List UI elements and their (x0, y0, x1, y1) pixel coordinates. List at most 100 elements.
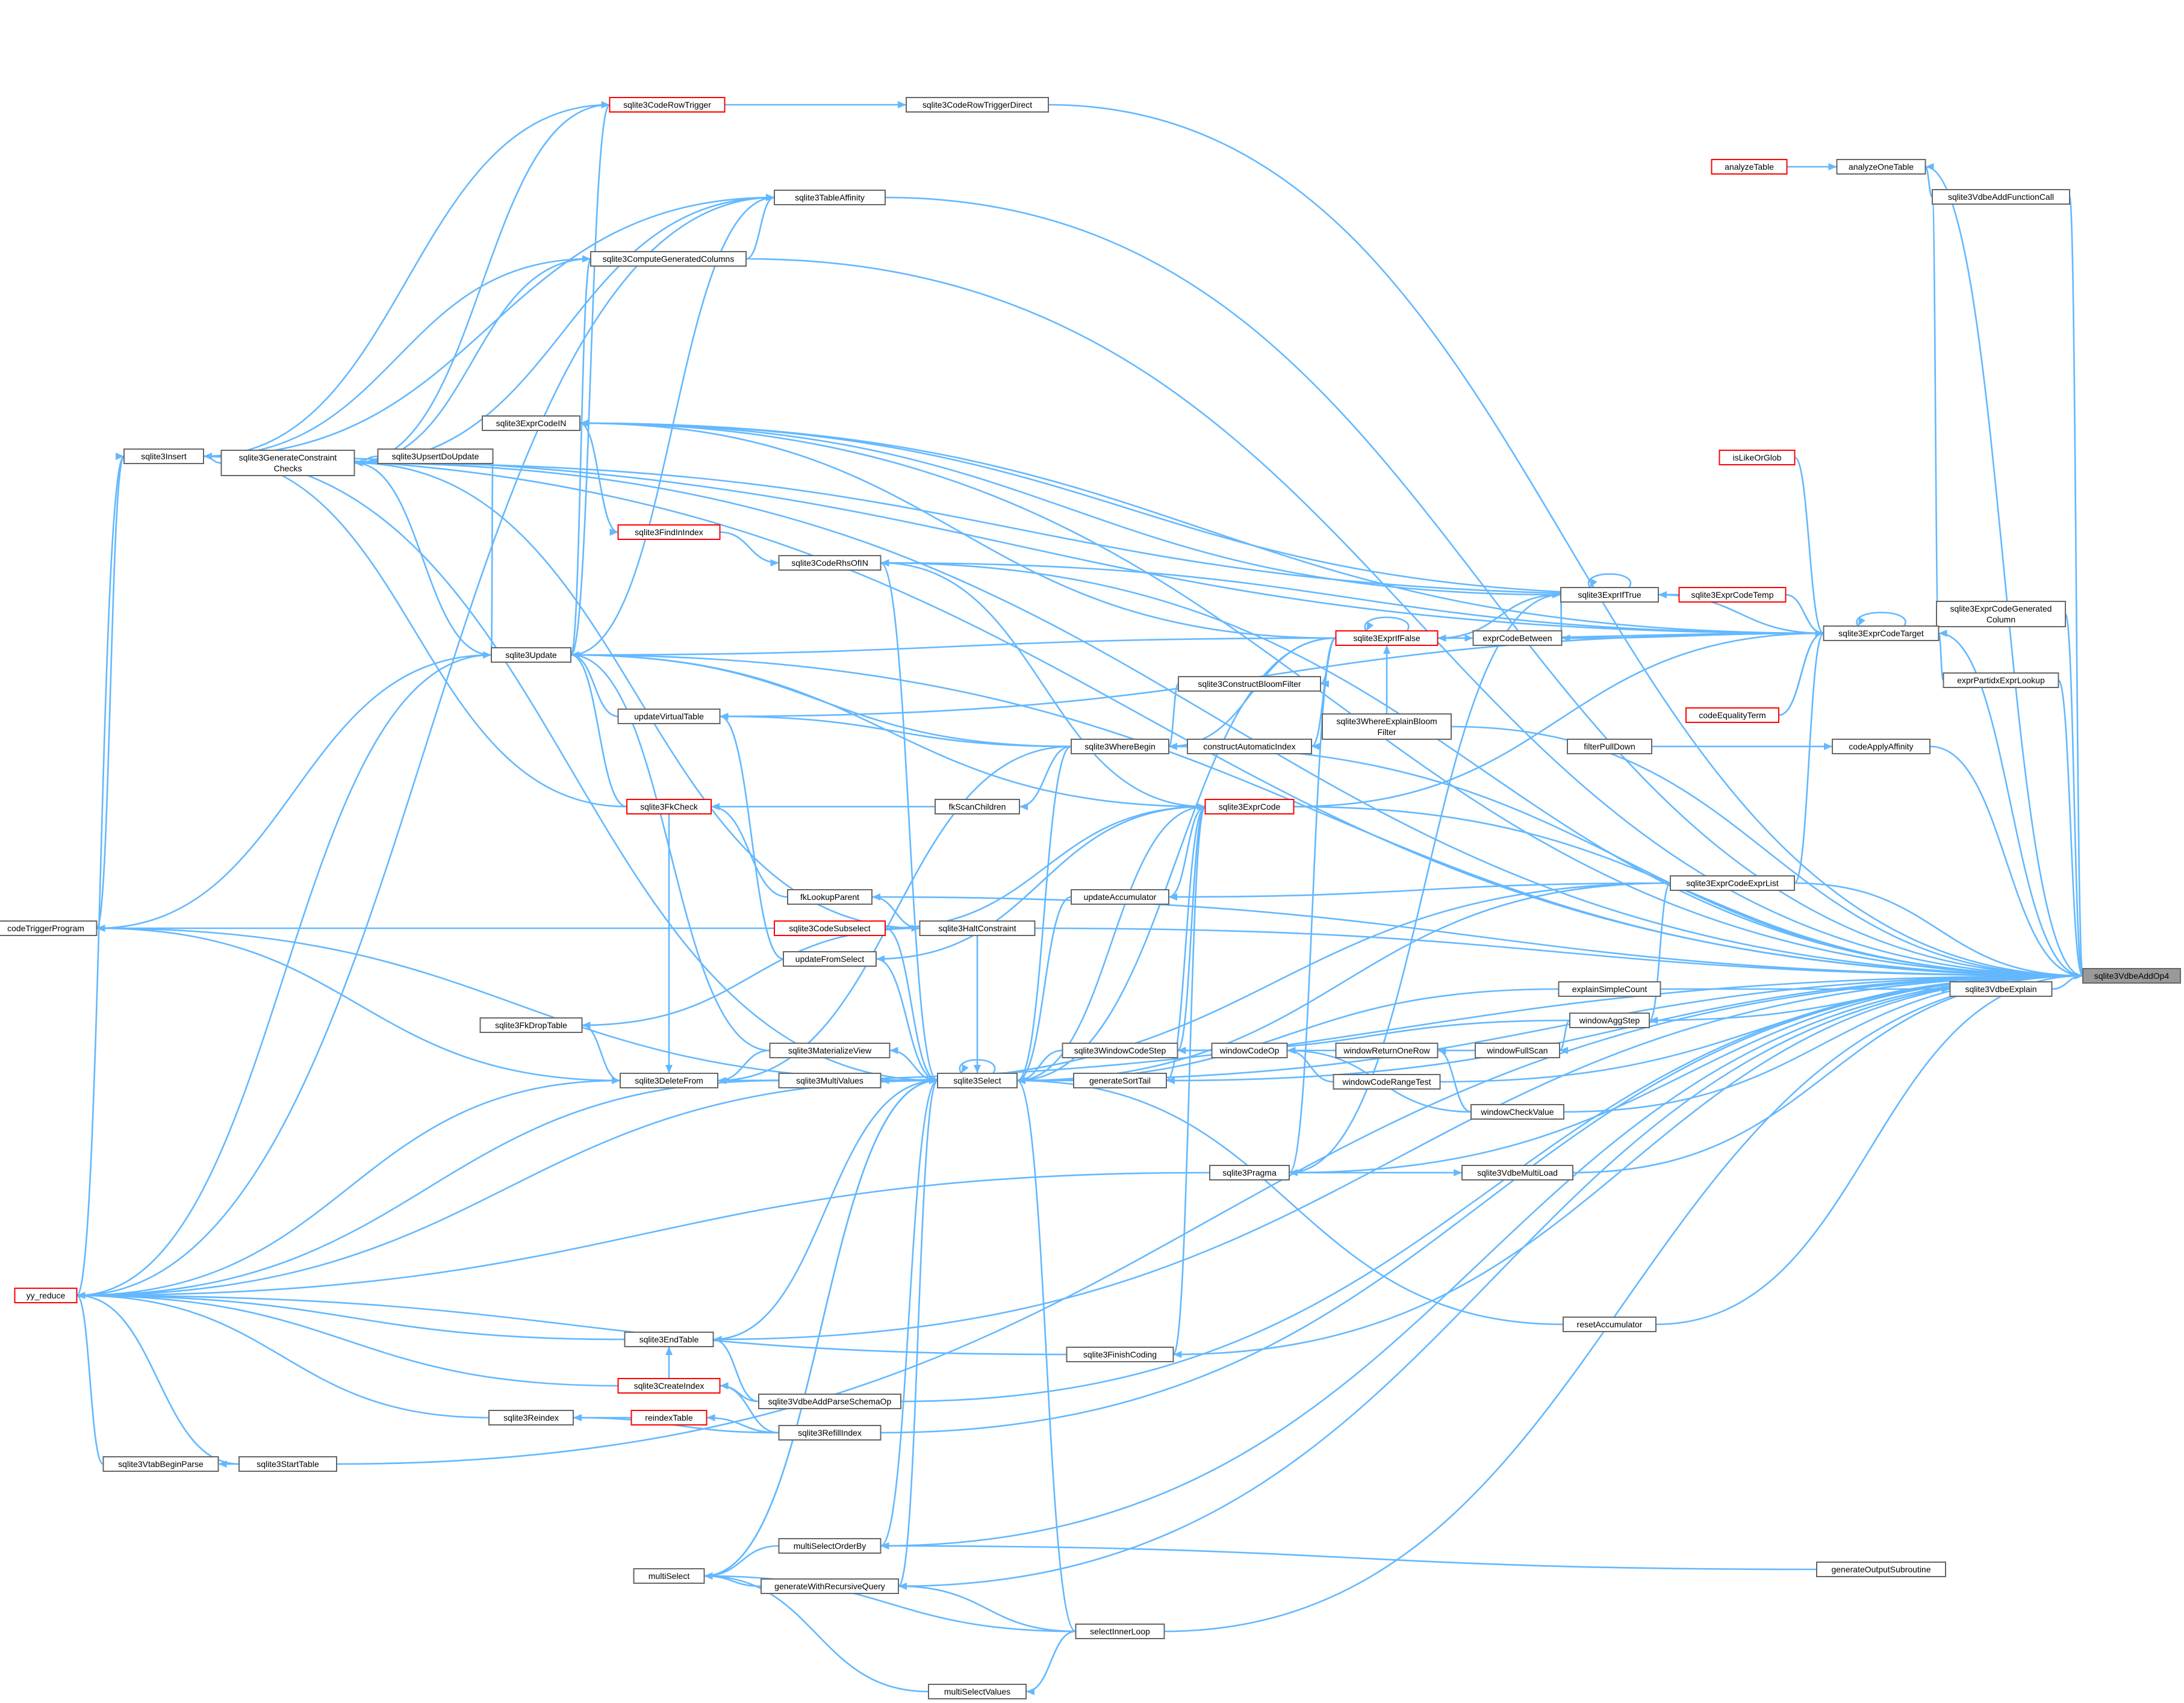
node-multiselect[interactable]: multiSelect (633, 1568, 705, 1584)
node-updateaccumulator[interactable]: updateAccumulator (1071, 889, 1169, 905)
node-explainsimplecount[interactable]: explainSimpleCount (1558, 981, 1661, 997)
node-label: sqlite3TableAffinity (795, 193, 865, 202)
node-codeapplyaffinity[interactable]: codeApplyAffinity (1832, 739, 1930, 754)
node-windowcoderangetest[interactable]: windowCodeRangeTest (1333, 1074, 1441, 1090)
node-sqlite3refillindex[interactable]: sqlite3RefillIndex (778, 1425, 882, 1441)
edge-arrowhead (1590, 578, 1598, 588)
node-sqlite3vdbeaddop4[interactable]: sqlite3VdbeAddOp4 (2082, 968, 2181, 984)
node-analyzeonetable[interactable]: analyzeOneTable (1836, 159, 1926, 175)
node-sqlite3upsertdoupdate[interactable]: sqlite3UpsertDoUpdate (377, 448, 494, 464)
node-sqlite3select[interactable]: sqlite3Select (937, 1073, 1018, 1088)
node-windowcodeop[interactable]: windowCodeOp (1211, 1043, 1288, 1058)
node-sqlite3endtable[interactable]: sqlite3EndTable (624, 1332, 714, 1347)
node-sqlite3finishcoding[interactable]: sqlite3FinishCoding (1066, 1347, 1174, 1362)
node-windowreturnonerow[interactable]: windowReturnOneRow (1335, 1043, 1439, 1058)
node-sqlite3materializeview[interactable]: sqlite3MaterializeView (769, 1043, 891, 1058)
edge-sqlite3update-to-sqlite3coderowtrigger (570, 104, 611, 656)
node-sqlite3tableaffinity[interactable]: sqlite3TableAffinity (774, 190, 886, 205)
node-label: generateSortTail (1089, 1076, 1151, 1085)
node-sqlite3vdbeexplain[interactable]: sqlite3VdbeExplain (1949, 981, 2053, 997)
node-sqlite3constructbloomfilter[interactable]: sqlite3ConstructBloomFilter (1178, 676, 1321, 692)
node-sqlite3vdbemultiload[interactable]: sqlite3VdbeMultiLoad (1461, 1165, 1573, 1180)
node-box (1670, 875, 1795, 891)
node-sqlite3exprcodetarget[interactable]: sqlite3ExprCodeTarget (1823, 625, 1940, 641)
node-sqlite3reindex[interactable]: sqlite3Reindex (488, 1410, 574, 1425)
node-yy_reduce[interactable]: yy_reduce (14, 1288, 78, 1303)
node-generatesorttail[interactable]: generateSortTail (1073, 1073, 1167, 1088)
node-sqlite3codesubselect[interactable]: sqlite3CodeSubselect (774, 920, 886, 936)
node-sqlite3expriftrue[interactable]: sqlite3ExprIfTrue (1560, 587, 1659, 603)
edge-sqlite3exprcodeexprlist-to-sqlite3vdbeaddop4 (1794, 882, 2083, 977)
node-islikeorglob[interactable]: isLikeOrGlob (1719, 450, 1796, 465)
node-sqlite3exprcodein[interactable]: sqlite3ExprCodeIN (482, 415, 580, 431)
edge-sqlite3wherebegin-to-sqlite3select (1016, 745, 1072, 1082)
node-windowcheckvalue[interactable]: windowCheckValue (1470, 1104, 1564, 1120)
node-sqlite3fkcheck[interactable]: sqlite3FkCheck (626, 799, 712, 814)
node-updatevirtualtable[interactable]: updateVirtualTable (617, 709, 721, 724)
node-sqlite3exprcodeexprlist[interactable]: sqlite3ExprCodeExprList (1670, 875, 1795, 891)
node-fklookupparent[interactable]: fkLookupParent (787, 889, 873, 905)
node-sqlite3expriffalse[interactable]: sqlite3ExprIfFalse (1335, 630, 1439, 646)
node-exprpartidxexprlookup[interactable]: exprPartidxExprLookup (1943, 672, 2059, 688)
node-box (14, 1288, 78, 1303)
node-box (609, 97, 726, 113)
node-sqlite3insert[interactable]: sqlite3Insert (123, 448, 204, 464)
edge-sqlite3update-to-sqlite3generateconstraintchecks (354, 462, 492, 656)
node-exprcodebetween[interactable]: exprCodeBetween (1472, 630, 1563, 646)
node-reindextable[interactable]: reindexTable (630, 1410, 708, 1425)
node-box (774, 190, 886, 205)
node-multiselectvalues[interactable]: multiSelectValues (928, 1684, 1027, 1699)
edge-arrowhead (601, 101, 610, 108)
node-sqlite3coderowtrigger[interactable]: sqlite3CodeRowTrigger (609, 97, 726, 113)
node-sqlite3starttable[interactable]: sqlite3StartTable (238, 1456, 337, 1472)
node-sqlite3deletefrom[interactable]: sqlite3DeleteFrom (620, 1073, 718, 1088)
node-sqlite3pragma[interactable]: sqlite3Pragma (1209, 1165, 1290, 1180)
node-sqlite3coderhsofin[interactable]: sqlite3CodeRhsOfIN (778, 555, 882, 571)
node-filterpulldown[interactable]: filterPullDown (1567, 739, 1652, 754)
edge-arrowhead (116, 453, 124, 460)
node-sqlite3wherebegin[interactable]: sqlite3WhereBegin (1071, 739, 1169, 754)
node-sqlite3createindex[interactable]: sqlite3CreateIndex (617, 1378, 721, 1394)
node-selectinnerloop[interactable]: selectInnerLoop (1075, 1624, 1165, 1639)
node-sqlite3multivalues[interactable]: sqlite3MultiValues (778, 1073, 882, 1088)
edge-arrowhead (2074, 972, 2083, 979)
node-codetriggerprogram[interactable]: codeTriggerProgram (0, 920, 98, 936)
node-sqlite3vdbeaddparseschemaop[interactable]: sqlite3VdbeAddParseSchemaOp (758, 1394, 901, 1409)
node-updatefromselect[interactable]: updateFromSelect (783, 951, 877, 967)
node-sqlite3coderowtriggerdirect[interactable]: sqlite3CodeRowTriggerDirect (906, 97, 1049, 113)
edge-sqlite3update-to-sqlite3computegeneratedcolumns (570, 258, 592, 656)
node-box (2082, 968, 2181, 984)
node-sqlite3windowcodestep[interactable]: sqlite3WindowCodeStep (1062, 1043, 1178, 1058)
node-generateoutputsubroutine[interactable]: generateOutputSubroutine (1816, 1562, 1946, 1577)
node-codeequalityterm[interactable]: codeEqualityTerm (1685, 707, 1779, 723)
node-sqlite3computegeneratedcolumns[interactable]: sqlite3ComputeGeneratedColumns (590, 251, 747, 267)
node-label: sqlite3CodeRowTrigger (623, 100, 711, 110)
node-analyzetable[interactable]: analyzeTable (1711, 159, 1788, 175)
edge-arrowhead (612, 1077, 620, 1084)
node-fkscanchildren[interactable]: fkScanChildren (935, 799, 1020, 814)
node-sqlite3vdbeaddfunctioncall[interactable]: sqlite3VdbeAddFunctionCall (1932, 189, 2070, 205)
node-windowfullscan[interactable]: windowFullScan (1475, 1043, 1560, 1058)
node-sqlite3vtabbeginparse[interactable]: sqlite3VtabBeginParse (102, 1456, 219, 1472)
edge-multiselectorderby-to-sqlite3vdbeaddop4 (880, 975, 2083, 1547)
node-sqlite3fkdroptable[interactable]: sqlite3FkDropTable (479, 1017, 583, 1033)
node-box (761, 1578, 899, 1594)
node-windowaggstep[interactable]: windowAggStep (1569, 1013, 1650, 1028)
edge-arrowhead (974, 1065, 981, 1073)
node-sqlite3exprcode[interactable]: sqlite3ExprCode (1204, 799, 1295, 814)
node-resetaccumulator[interactable]: resetAccumulator (1563, 1317, 1657, 1332)
edge-sqlite3exprcodetarget-to-sqlite3insert (203, 455, 1824, 634)
node-constructautomaticindex[interactable]: constructAutomaticIndex (1187, 739, 1312, 754)
node-sqlite3findinindex[interactable]: sqlite3FindInIndex (617, 524, 721, 540)
edge-sqlite3generateconstraintchecks-to-sqlite3tableaffinity (354, 196, 775, 464)
node-sqlite3update[interactable]: sqlite3Update (491, 647, 571, 663)
node-sqlite3exprcodetemp[interactable]: sqlite3ExprCodeTemp (1678, 587, 1787, 603)
node-multiselectorderby[interactable]: multiSelectOrderBy (778, 1538, 882, 1554)
node-generatewithrecursivequery[interactable]: generateWithRecursiveQuery (761, 1578, 899, 1594)
edge-sqlite3exprcode-to-sqlite3vdbeaddop4 (1293, 805, 2083, 977)
node-label: Filter (1377, 727, 1396, 737)
node-sqlite3haltconstraint[interactable]: sqlite3HaltConstraint (919, 920, 1036, 936)
